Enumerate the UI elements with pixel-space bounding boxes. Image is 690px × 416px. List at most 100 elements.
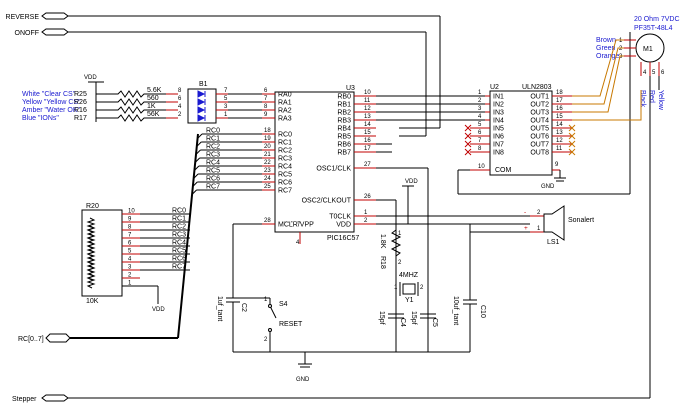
rb-val-1: 560 xyxy=(147,95,159,102)
r20-pin-num: 5 xyxy=(128,249,132,255)
b1-pin-l0: 8 xyxy=(178,88,182,94)
rc-in-label: RC3 xyxy=(206,152,220,159)
motor-pin-2: 2 xyxy=(619,46,623,52)
u3-pin-num: 13 xyxy=(364,114,371,120)
rc-in-label: RC5 xyxy=(206,168,220,175)
u2-in-name: IN2 xyxy=(493,102,504,109)
r20-net-label: RC2 xyxy=(172,224,186,231)
u3-body xyxy=(274,91,355,233)
u3-pin-num: 9 xyxy=(264,112,268,118)
u3-pin-num: 27 xyxy=(364,162,371,168)
rc-in-label: RC4 xyxy=(206,160,220,167)
u2-in-name: IN8 xyxy=(493,150,504,157)
speaker-icon xyxy=(543,205,565,241)
rb-val-0: 5.6K xyxy=(147,87,162,94)
u2-out-name: OUT8 xyxy=(530,150,549,157)
u2-in-num: 4 xyxy=(478,114,482,120)
rc-in-label: RC7 xyxy=(206,184,220,191)
r20-net-label: RC6 xyxy=(172,256,186,263)
u3-pin-name: RB1 xyxy=(337,102,351,109)
ls1-ref: LS1 xyxy=(547,239,560,246)
u2-out-num: 18 xyxy=(556,90,563,96)
b1-pin-r1: 5 xyxy=(224,96,228,102)
u3-pin-name: T0CLK xyxy=(329,214,351,221)
u3-pin-num: 22 xyxy=(264,160,271,166)
motor-pin-5: 5 xyxy=(652,70,656,76)
ls1-plus: + xyxy=(524,225,528,232)
ls1-pin1: 1 xyxy=(537,226,541,232)
u3-pin-num: 7 xyxy=(264,96,268,102)
u3-pin-name: RC3 xyxy=(278,156,292,163)
c10-value: 10uf_tant xyxy=(452,296,459,325)
s4-pin1: 1 xyxy=(264,297,268,303)
u2-out-name: OUT2 xyxy=(530,102,549,109)
y1-pin1: 1 xyxy=(394,285,398,291)
rc-in-label: RC6 xyxy=(206,176,220,183)
rb-label-0: White "Clear CS" xyxy=(22,91,76,98)
oscillator-circuit: VDD 1.8K R18 4MHZ Y1 15pf C4 15pf C5 10u… xyxy=(376,167,594,352)
u2-com: COM xyxy=(495,167,512,174)
c10-ref: C10 xyxy=(479,305,486,318)
motor-wire-green: Green xyxy=(596,45,616,52)
u3-pin-num: 20 xyxy=(264,144,271,150)
rb-to-u2-wires xyxy=(376,95,485,153)
u3-pin-name: VDD xyxy=(336,222,351,229)
u2-in-num: 8 xyxy=(478,146,482,152)
u3-pin-name: RC6 xyxy=(278,180,292,187)
u2-part: ULN2803 xyxy=(522,84,552,91)
u3-pin-num: 19 xyxy=(264,136,271,142)
motor-wire-yellow: Yellow xyxy=(657,90,664,111)
u2-in-num: 6 xyxy=(478,130,482,136)
motor-pin-3: 3 xyxy=(619,54,623,60)
u3-pin-name: RC0 xyxy=(278,132,292,139)
u3-pin-name: RA1 xyxy=(278,100,292,107)
u2-out-num: 12 xyxy=(556,138,563,144)
u3-pin-name: RB4 xyxy=(337,126,351,133)
u2-out-num: 13 xyxy=(556,130,563,136)
c4-value: 15pf xyxy=(378,311,385,325)
u3-pin-name: RB2 xyxy=(337,110,351,117)
r20-net-label: RC1 xyxy=(172,216,186,223)
motor-pin-6: 6 xyxy=(661,70,665,76)
pic-u3: U3 PIC16C57 4 6RA07RA18RA29RA318RC019RC1… xyxy=(262,85,376,246)
stepper-port-arrow xyxy=(41,394,69,402)
rc-bus-label: RC[0..7] xyxy=(18,336,44,343)
motor-pin-1: 1 xyxy=(619,38,623,44)
u3-ref: U3 xyxy=(346,85,355,92)
rb-ref-3: R17 xyxy=(74,115,87,122)
u2-out-num: 14 xyxy=(556,122,563,128)
u2-out-name: OUT1 xyxy=(530,94,549,101)
motor-wire-black: Black xyxy=(639,90,646,108)
uln2803-u2: U2 ULN2803 1IN12IN23IN34IN45IN56IN67IN78… xyxy=(457,32,631,195)
u2-out-name: OUT3 xyxy=(530,110,549,117)
u2-out-num: 17 xyxy=(556,98,563,104)
u3-pin-name: RB3 xyxy=(337,118,351,125)
u2-in-num: 2 xyxy=(478,98,482,104)
u3-pin-name: OSC2/CLKOUT xyxy=(302,198,352,205)
y1-ref: Y1 xyxy=(405,297,414,304)
rb-ref-2: R16 xyxy=(74,107,87,114)
stepper-net-label: Stepper xyxy=(12,396,37,403)
b1-pin-l3: 2 xyxy=(178,112,182,118)
r20-pin-num: 3 xyxy=(128,265,132,271)
r18-pin2: 2 xyxy=(398,260,402,266)
b1-pin-l2: 4 xyxy=(178,104,182,110)
u3-pin-bottom: 4 xyxy=(296,240,300,246)
u3-pin-num: 28 xyxy=(264,218,271,224)
b1-pin-r3: 1 xyxy=(224,112,228,118)
y1-value: 4MHZ xyxy=(399,272,419,279)
vdd-label-r20: VDD xyxy=(152,307,165,313)
reset-circuit: 1uf_tant C2 S4 RESET 1 2 GND xyxy=(216,223,470,383)
s4-pin2: 2 xyxy=(264,337,268,343)
reverse-port-arrow xyxy=(41,12,69,20)
rb-val-2: 1K xyxy=(147,103,156,110)
r20-pin-num: 9 xyxy=(128,217,132,223)
u2-in-name: IN1 xyxy=(493,94,504,101)
b1-pin-r0: 7 xyxy=(224,88,228,94)
b1-ref: B1 xyxy=(199,81,208,88)
u2-in-num: 5 xyxy=(478,122,482,128)
u2-in-name: IN5 xyxy=(493,126,504,133)
u3-pin-num: 21 xyxy=(264,152,271,158)
r20-pin-num: 10 xyxy=(128,209,135,215)
u2-in-num: 3 xyxy=(478,106,482,112)
